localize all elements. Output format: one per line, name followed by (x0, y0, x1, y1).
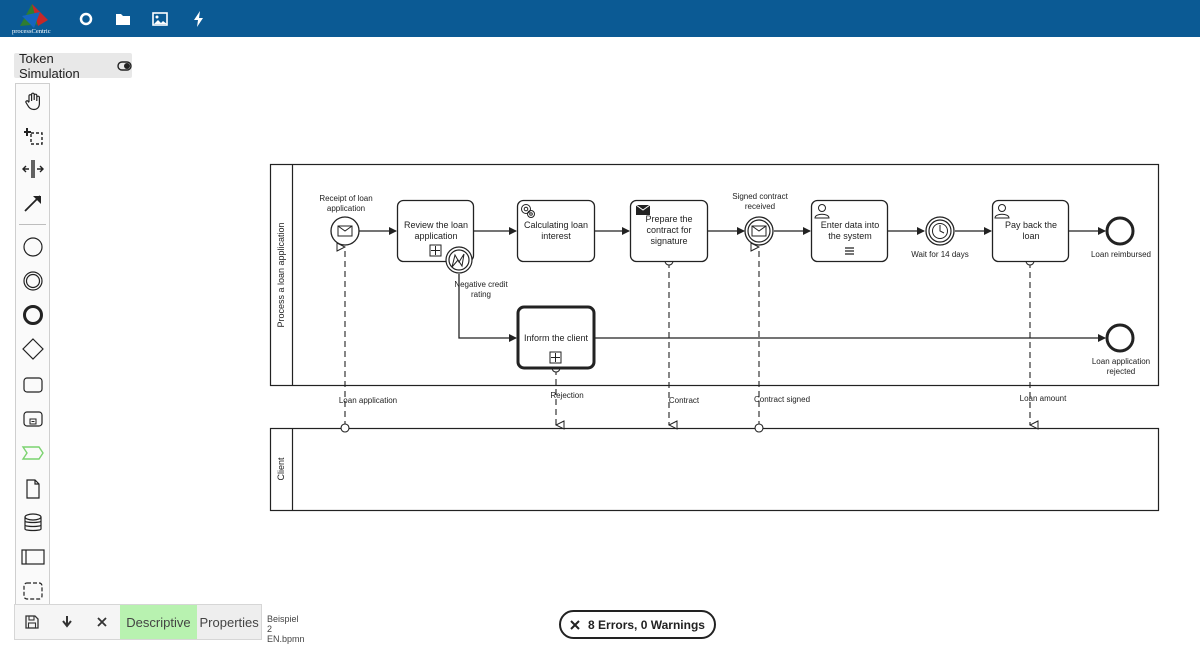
label-msg-rejection: Rejection (550, 391, 583, 400)
chevron-shape-green-icon[interactable] (16, 438, 49, 468)
gear-icon (521, 204, 535, 218)
label-signed-line2: received (745, 202, 775, 211)
download-button[interactable] (50, 605, 85, 639)
file-name: Beispiel 2 EN.bpmn (267, 614, 327, 644)
end-event-icon[interactable] (16, 300, 49, 330)
user-icon (994, 204, 1010, 219)
label-msg-contract: Contract (669, 396, 700, 405)
file-name-line2: 2 (267, 624, 273, 634)
label-reimbursed: Loan reimbursed (1091, 250, 1151, 259)
data-object-icon[interactable] (16, 474, 49, 504)
folder-icon[interactable] (114, 10, 132, 28)
label-wait: Wait for 14 days (911, 250, 969, 259)
task-enter-line1: Enter data into (821, 220, 880, 230)
image-icon[interactable] (151, 10, 169, 28)
label-signed-line1: Signed contract (732, 192, 788, 201)
label-msg-contract-signed: Contract signed (754, 395, 810, 404)
task-review-line1: Review the loan (404, 220, 468, 230)
flow-negative-inform (458, 274, 517, 342)
sequence-flows (359, 227, 1106, 342)
file-name-line1: Beispiel (267, 614, 299, 624)
lasso-tool-icon[interactable] (16, 120, 49, 150)
task-pay-line1: Pay back the (1005, 220, 1057, 230)
close-icon (97, 617, 107, 627)
task-prepare-line2: contract for (646, 225, 691, 235)
processcentric-logo[interactable]: processCentric (12, 2, 58, 35)
boundary-event-negative[interactable] (445, 246, 473, 274)
label-msg-loan-application: Loan application (339, 396, 397, 405)
space-tool-icon[interactable] (16, 154, 49, 184)
task-icon[interactable] (16, 370, 49, 400)
toggle-icon (117, 60, 132, 71)
end-event-reimbursed[interactable] (1105, 216, 1135, 246)
task-enter-data[interactable]: Enter data into the system (810, 199, 889, 263)
subprocess-icon[interactable] (16, 404, 49, 434)
token-simulation-toggle[interactable]: Token Simulation (14, 50, 132, 81)
task-calc-line1: Calculating loan (524, 220, 588, 230)
tab-properties[interactable]: Properties (197, 605, 261, 639)
group-icon[interactable] (16, 576, 49, 606)
tool-palette (15, 83, 50, 605)
hand-tool-icon[interactable] (16, 86, 49, 116)
label-negative-line1: Negative credit (454, 280, 508, 289)
pool-icon[interactable] (16, 542, 49, 572)
save-button[interactable] (15, 605, 50, 639)
label-rejected-line1: Loan application (1092, 357, 1150, 366)
label-rejected-line2: rejected (1107, 367, 1135, 376)
intermediate-event-signed[interactable] (744, 216, 774, 246)
timer-event-wait[interactable] (925, 216, 955, 246)
label-negative-line2: rating (471, 290, 491, 299)
gateway-icon[interactable] (16, 334, 49, 364)
pool-client[interactable]: Client (269, 427, 1160, 512)
close-icon (570, 619, 580, 630)
tab-descriptive[interactable]: Descriptive (119, 605, 198, 639)
close-button[interactable] (85, 605, 120, 639)
task-enter-line2: the system (828, 231, 872, 241)
bottom-toolbar: Descriptive Properties (14, 604, 262, 640)
task-prepare-line1: Prepare the (645, 214, 692, 224)
errors-label: 8 Errors, 0 Warnings (588, 617, 705, 632)
pool-label-client: Client (276, 457, 286, 481)
lightning-icon[interactable] (190, 10, 208, 28)
task-calc-line2: interest (541, 231, 571, 241)
intermediate-event-icon[interactable] (16, 266, 49, 296)
start-event-icon[interactable] (16, 232, 49, 262)
download-icon (62, 616, 73, 628)
data-store-icon[interactable] (16, 508, 49, 538)
label-receipt-line1: Receipt of loan (319, 194, 372, 203)
task-pay-back[interactable]: Pay back the loan (991, 199, 1070, 263)
file-name-line3: EN.bpmn (267, 634, 305, 644)
task-prepare-line3: signature (650, 236, 687, 246)
message-flows (345, 247, 1030, 427)
task-inform-label: Inform the client (524, 333, 589, 343)
task-review[interactable]: Review the loan application (396, 199, 475, 263)
send-message-icon (635, 204, 651, 215)
user-icon (814, 204, 830, 219)
logo-text: processCentric (12, 28, 51, 35)
pool-process-loan[interactable]: Process a loan application (269, 163, 1160, 387)
label-receipt-line2: application (327, 204, 365, 213)
top-bar: processCentric (0, 0, 1200, 37)
token-simulation-label: Token Simulation (19, 50, 80, 81)
task-inform-client[interactable]: Inform the client (516, 305, 596, 370)
global-connect-tool-icon[interactable] (16, 188, 49, 218)
start-event-receipt[interactable] (330, 216, 360, 246)
errors-warnings-badge[interactable]: 8 Errors, 0 Warnings (559, 610, 716, 639)
task-review-line2: application (414, 231, 457, 241)
task-pay-line2: loan (1022, 231, 1039, 241)
save-icon (25, 615, 40, 629)
end-event-rejected[interactable] (1105, 323, 1135, 353)
palette-separator (19, 224, 46, 225)
task-calculating[interactable]: Calculating loan interest (516, 199, 596, 263)
loop-marker-icon (845, 247, 854, 255)
task-prepare[interactable]: Prepare the contract for signature (629, 199, 709, 263)
bpmn-canvas: Process a loan application Client (269, 163, 1160, 512)
circle-icon[interactable] (77, 10, 95, 28)
logo-mark-icon (20, 4, 48, 28)
pool-label-process: Process a loan application (276, 222, 286, 327)
label-msg-loan-amount: Loan amount (1020, 394, 1067, 403)
